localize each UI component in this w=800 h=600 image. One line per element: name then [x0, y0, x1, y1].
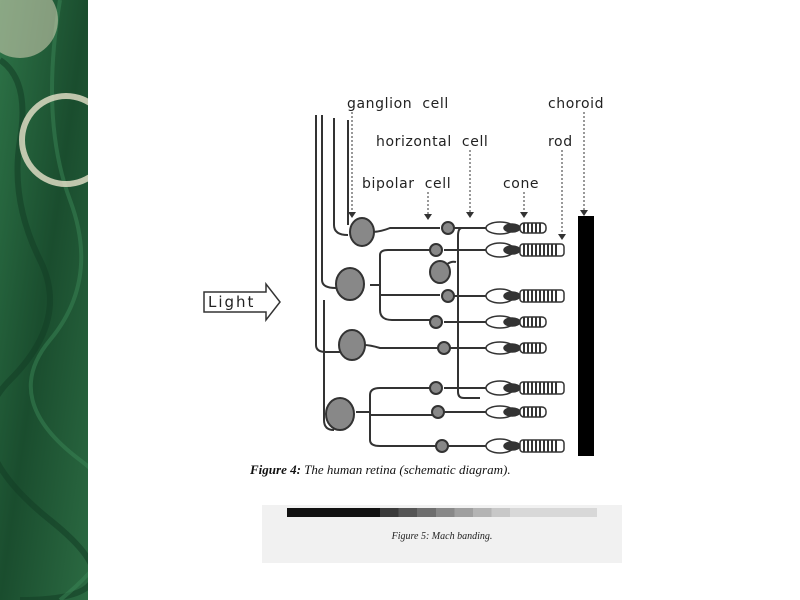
label-ganglion-cell: ganglion cell — [347, 96, 449, 112]
label-cone: cone — [503, 176, 539, 192]
mach-band-strip — [287, 508, 597, 517]
retina-diagram: ganglion cell choroid horizontal cell ro… — [203, 96, 604, 456]
label-bipolar-cell: bipolar cell — [362, 176, 451, 192]
figure-4-text: The human retina (schematic diagram). — [304, 462, 511, 477]
figure-5-caption: Figure 5: Mach banding. — [391, 531, 493, 542]
light-arrow — [203, 281, 281, 323]
figure-4-prefix: Figure 4: — [250, 462, 301, 477]
mach-banding-figure: Figure 5: Mach banding. — [262, 505, 622, 563]
label-light: Light — [208, 293, 255, 311]
choroid-bar — [578, 216, 594, 456]
label-horizontal-cell: horizontal cell — [376, 134, 488, 150]
label-choroid: choroid — [548, 96, 604, 112]
figure-4-caption: Figure 4: The human retina (schematic di… — [250, 462, 511, 478]
decorative-sidebar — [0, 0, 88, 600]
label-rod: rod — [548, 134, 573, 150]
